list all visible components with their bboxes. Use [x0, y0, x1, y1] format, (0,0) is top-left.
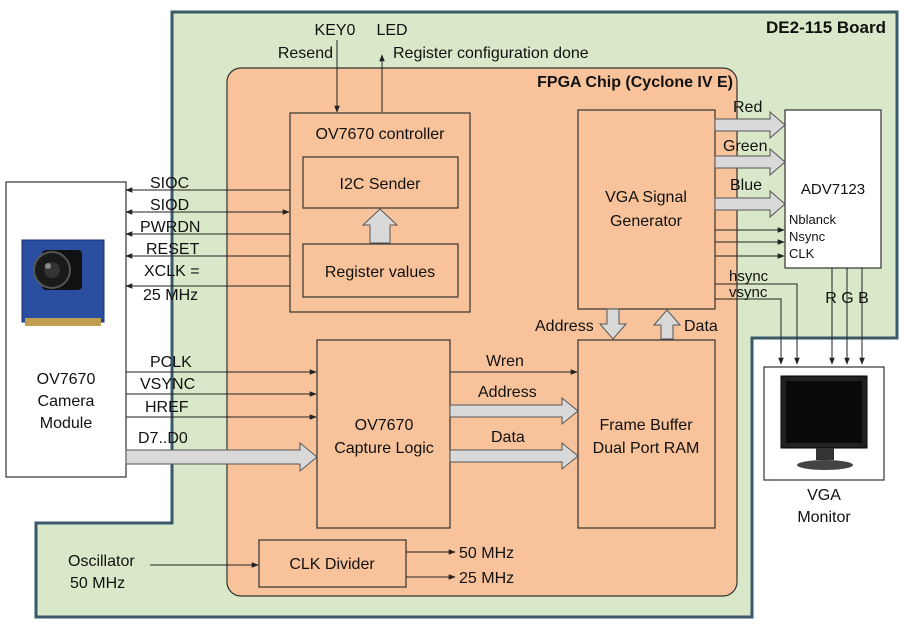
regvals-block: [302, 243, 459, 298]
sig-f25: 25 MHz: [459, 570, 514, 587]
adv-clk: CLK: [789, 246, 815, 261]
monitor-line2: Monitor: [797, 509, 851, 526]
sig-xclk1: XCLK =: [144, 263, 200, 280]
controller-title: OV7670 controller: [316, 126, 446, 143]
sig-osc1: Oscillator: [68, 553, 135, 570]
sig-address: Address: [478, 384, 537, 401]
resend-label: Resend: [278, 45, 333, 62]
capture-block: [316, 339, 451, 529]
sig-rd-data: Data: [684, 318, 718, 335]
sig-wren: Wren: [486, 353, 524, 370]
sig-data: D7..D0: [138, 430, 188, 447]
sig-pwrdn: PWRDN: [140, 219, 200, 236]
camera-module: [5, 181, 127, 478]
regvals-to-i2c-arrow: [361, 208, 399, 244]
sig-green: Green: [723, 138, 767, 155]
sig-red: Red: [733, 99, 762, 116]
vga-gen-line2: Generator: [610, 213, 683, 230]
framebuffer-block: [577, 339, 716, 529]
sig-hsync: hsync: [729, 268, 769, 285]
adv-block: [784, 109, 882, 269]
framebuffer-line2: Dual Port RAM: [593, 440, 700, 457]
sig-blue: Blue: [730, 177, 762, 194]
key0-label: KEY0: [315, 22, 356, 39]
fpga-title: FPGA Chip (Cyclone IV E): [537, 74, 733, 91]
sig-vsync: VSYNC: [140, 376, 195, 393]
sig-rd-address: Address: [535, 318, 594, 335]
sig-pclk: PCLK: [150, 354, 192, 371]
sig-vsync2: vsync: [729, 284, 768, 301]
sig-href: HREF: [145, 399, 189, 416]
sig-sioc: SIOC: [150, 175, 189, 192]
i2c-label: I2C Sender: [340, 176, 422, 193]
vga-gen-line1: VGA Signal: [605, 189, 687, 206]
sig-rgb: R G B: [825, 290, 869, 307]
camera-line3: Module: [40, 415, 93, 432]
camera-line1: OV7670: [37, 371, 96, 388]
sig-osc2: 50 MHz: [70, 575, 125, 592]
sig-reset: RESET: [146, 241, 200, 258]
framebuffer-line1: Frame Buffer: [599, 417, 693, 434]
monitor-picture: [780, 375, 868, 470]
done-label: Register configuration done: [393, 45, 589, 62]
sig-xclk2: 25 MHz: [143, 287, 198, 304]
vga-gen-block: [577, 109, 716, 310]
sig-siod: SIOD: [150, 197, 189, 214]
camera-picture: [21, 239, 105, 326]
adv-title: ADV7123: [801, 181, 865, 198]
adv-nsync: Nsync: [789, 229, 826, 244]
camera-line2: Camera: [38, 393, 95, 410]
board-title: DE2-115 Board: [766, 18, 886, 37]
sig-f50: 50 MHz: [459, 545, 514, 562]
adv-nblank: Nblanck: [789, 212, 836, 227]
capture-line2: Capture Logic: [334, 440, 434, 457]
clkdiv-label: CLK Divider: [289, 556, 375, 573]
monitor-line1: VGA: [807, 487, 841, 504]
i2c-block: [302, 156, 459, 209]
capture-line1: OV7670: [355, 417, 414, 434]
regvals-label: Register values: [325, 264, 435, 281]
sig-data-w: Data: [491, 429, 525, 446]
led-label: LED: [376, 22, 407, 39]
clkdiv-block: [258, 539, 407, 588]
